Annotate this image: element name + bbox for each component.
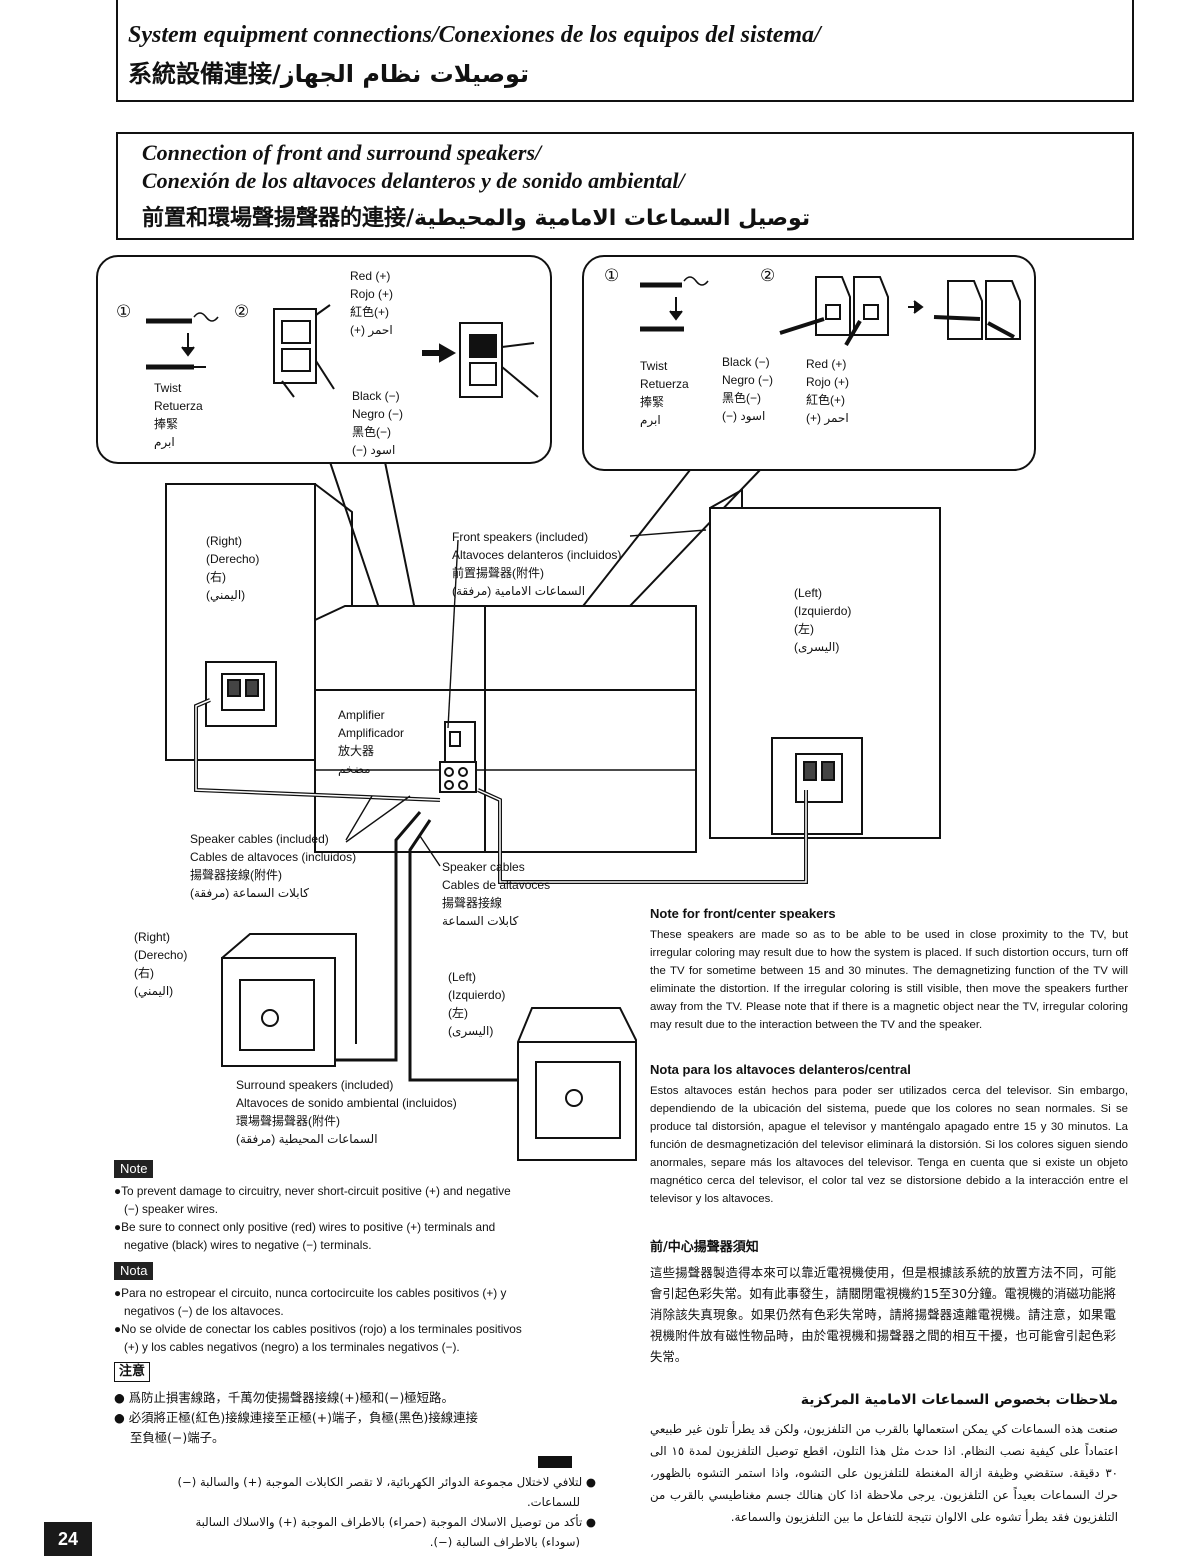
page-number: 24 (44, 1522, 92, 1556)
note-es-list: ●Para no estropear el circuito, nunca co… (114, 1286, 522, 1354)
black-wire-label: Black (−) Negro (−) 黑色(−) (−) اسود (722, 355, 774, 423)
note-tag-zh: 注意 (114, 1362, 151, 1382)
note-zh-list: ● 爲防止損害線路，千萬勿使揚聲器接線(+)極和(−)極短路。 ● 必須將正極(… (114, 1390, 478, 1445)
label-amplifier: Amplifier Amplificador 放大器 مضخم (338, 708, 405, 776)
step1-label: ① (116, 302, 132, 321)
section-line3: 前置和環場聲揚聲器的連接/توصيل السماعات الامامية وال… (142, 206, 811, 231)
note-es-body: Estos altavoces están hechos para poder … (650, 1085, 1128, 1205)
label-left-surround: (Left) (Izquierdo) (左) (اليسرى) (448, 970, 506, 1038)
note-tag-ar (538, 1456, 572, 1468)
left-front-speaker (709, 507, 941, 839)
note-en-body: These speakers are made so as to be able… (650, 929, 1128, 1031)
label-right-surround: (Right) (Derecho) (右) (اليمني) (134, 930, 188, 998)
callout-left: ① ② Twist Retuerza 捧緊 ابرم Red (+) Rojo … (96, 255, 552, 464)
section-line2: Conexión de los altavoces delanteros y d… (142, 168, 685, 193)
note-en-list: ●To prevent damage to circuitry, never s… (114, 1184, 511, 1252)
note-zh-title: 前/中心揚聲器須知 (650, 1240, 759, 1255)
label-speaker-cables: Speaker cables Cables de altavoces 揚聲器接線… (442, 860, 551, 928)
note-ar-body: صنعت هذه السماعات كي يمكن استعمالها بالق… (650, 1422, 1118, 1524)
black-wire-label: Black (−) Negro (−) 黑色(−) (−) اسود (352, 389, 404, 457)
note-tag-en: Note (114, 1160, 154, 1178)
step1-label: ① (604, 266, 620, 285)
header-box: System equipment connections/Conexiones … (116, 0, 1134, 102)
note-zh-body: 這些揚聲器製造得本來可以靠近電視機使用，但是根據該系統的放置方法不同，可能會引起… (650, 1265, 1116, 1364)
right-surround-speaker (221, 957, 336, 1067)
label-right-front: (Right) (Derecho) (右) (اليمني) (206, 534, 260, 602)
twist-label: Twist Retuerza 捧緊 ابرم (640, 359, 689, 427)
note-es-title: Nota para los altavoces delanteros/centr… (650, 1062, 911, 1077)
header-title-line1: System equipment connections/Conexiones … (128, 22, 821, 48)
twist-label: Twist Retuerza 捧緊 ابرم (154, 381, 203, 449)
note-ar-title: ملاحظات بخصوص السماعات الامامية المركزية (800, 1392, 1118, 1408)
label-surround-speakers: Surround speakers (included) Altavoces d… (236, 1078, 457, 1146)
step2-label: ② (234, 302, 250, 321)
note-ar-list: ● لتلافي لاختلال مجموعة الدوائر الكهربائ… (177, 1475, 596, 1549)
left-surround-speaker (517, 1007, 637, 1161)
header-title-line2: 系統設備連接/توصيلات نظام الجهاز (128, 60, 530, 88)
red-wire-label: Red (+) Rojo (+) 紅色(+) (+) احمر (806, 357, 850, 425)
step2-label: ② (760, 266, 776, 285)
note-tag-es: Nota (114, 1262, 154, 1280)
center-unit (314, 605, 697, 853)
callout-right: ① ② Twist Retuerza 捧緊 ابرم Black (−) Neg… (582, 255, 1036, 471)
note-en-title: Note for front/center speakers (650, 906, 836, 921)
label-front-speakers: Front speakers (included) Altavoces dela… (452, 530, 622, 598)
section-header: Connection of front and surround speaker… (116, 132, 1134, 240)
section-line1: Connection of front and surround speaker… (142, 140, 542, 165)
label-left-front: (Left) (Izquierdo) (左) (اليسرى) (794, 586, 852, 654)
red-wire-label: Red (+) Rojo (+) 紅色(+) (+) احمر (350, 269, 394, 337)
label-speaker-cables-included: Speaker cables (included) Cables de alta… (190, 832, 357, 900)
